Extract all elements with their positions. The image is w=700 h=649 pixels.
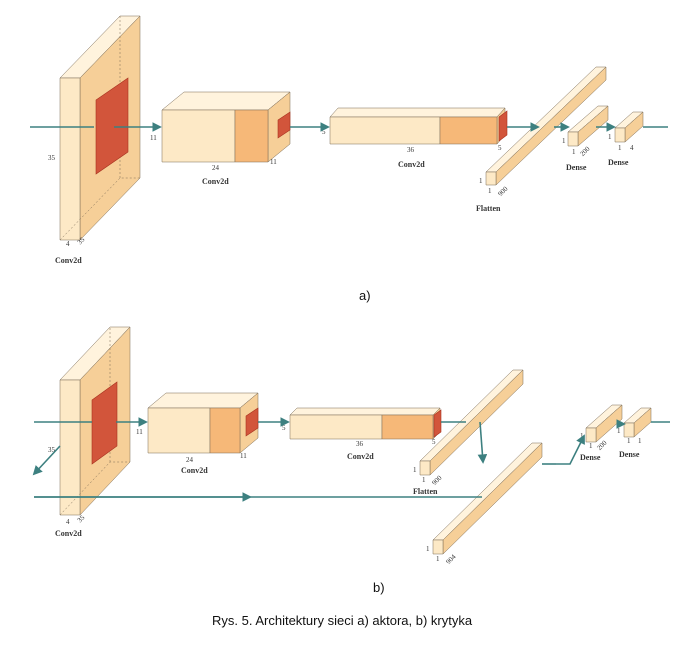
dense2-w-label-b: 1 <box>627 437 631 445</box>
flatten-w-label-b: 1 <box>422 476 426 484</box>
conv3-height-label: 5 <box>322 128 326 136</box>
conv2-block-b <box>147 392 259 454</box>
conv2-name-label-b: Conv2d <box>181 466 208 475</box>
flatten2-w-label-b: 1 <box>436 555 440 563</box>
conv1-name-label-b: Conv2d <box>55 529 82 538</box>
dense1-block-a <box>567 105 609 147</box>
diagram-a: 35 4 35 Conv2d 11 24 11 Conv2d 5 36 5 Co… <box>30 15 668 303</box>
kernel-a1 <box>95 77 129 175</box>
dense2-name-label: Dense <box>608 158 629 167</box>
dense1-block-b <box>585 404 623 443</box>
dense1-h-label: 1 <box>562 137 566 145</box>
conv2-name-label: Conv2d <box>202 177 229 186</box>
flatten2-block-b <box>432 442 543 555</box>
panel-label-a: a) <box>359 288 371 303</box>
flatten-h-label: 1 <box>479 177 483 185</box>
conv3-width-label-b: 36 <box>356 440 364 448</box>
conv3-height-label-b: 5 <box>282 424 286 432</box>
conv1-width-label-b: 4 <box>66 518 70 526</box>
dense2-block-b <box>623 407 652 438</box>
conv2-width-label: 24 <box>212 164 220 172</box>
conv1-depth-label-b: 35 <box>76 513 87 524</box>
conv3-block-b <box>289 407 442 440</box>
panel-label-b: b) <box>373 580 385 595</box>
conv2-depth-label: 11 <box>270 158 277 166</box>
dense2-block-a <box>614 111 644 143</box>
flatten-block-b <box>419 369 524 476</box>
flatten-name-label-b: Flatten <box>413 487 438 496</box>
conv1-height-label: 35 <box>48 154 56 162</box>
kernel-b3 <box>433 409 442 438</box>
flatten2-d-label-b: 904 <box>444 553 457 566</box>
conv3-name-label-b: Conv2d <box>347 452 374 461</box>
conv1-name-label: Conv2d <box>55 256 82 265</box>
conv2-block-a <box>161 91 291 163</box>
flatten-d-label-b: 900 <box>430 474 443 487</box>
conv2-height-label-b: 11 <box>136 428 143 436</box>
flatten-w-label: 1 <box>488 187 492 195</box>
diagram-b: 35 4 35 Conv2d 11 24 11 Conv2d 5 36 5 Co… <box>32 326 670 595</box>
dense2-name-label-b: Dense <box>619 450 640 459</box>
flow-arrows-b <box>32 417 670 502</box>
dense1-name-label: Dense <box>566 163 587 172</box>
conv2-depth-label-b: 11 <box>240 452 247 460</box>
flatten-name-label: Flatten <box>476 204 501 213</box>
dense2-h-label-b: 1 <box>617 427 621 435</box>
dense1-d-label: 200 <box>578 145 591 158</box>
conv1-block-a <box>59 15 141 241</box>
flatten2-h-label-b: 1 <box>426 545 430 553</box>
conv1-height-label-b: 35 <box>48 446 56 454</box>
conv3-block-a <box>329 107 508 145</box>
dense2-w-label: 1 <box>618 144 622 152</box>
dense2-d-label-b: 1 <box>638 437 642 445</box>
conv3-depth-label: 5 <box>498 144 502 152</box>
dense1-w-label-b: 1 <box>589 442 593 450</box>
conv3-depth-label-b: 5 <box>432 438 436 446</box>
conv3-width-label: 36 <box>407 146 415 154</box>
conv1-block-b <box>59 326 131 516</box>
kernel-a2 <box>277 111 291 139</box>
flatten-h-label-b: 1 <box>413 466 417 474</box>
conv1-depth-label: 35 <box>76 235 87 246</box>
figure-caption: Rys. 5. Architektury sieci a) aktora, b)… <box>212 613 473 628</box>
flatten-block-a <box>485 66 607 186</box>
flatten-d-label: 900 <box>496 185 509 198</box>
dense2-d-label: 4 <box>630 144 634 152</box>
kernel-b1 <box>91 381 118 465</box>
conv3-name-label: Conv2d <box>398 160 425 169</box>
conv2-width-label-b: 24 <box>186 456 194 464</box>
kernel-a3 <box>498 110 508 142</box>
kernel-b2 <box>245 407 259 437</box>
dense1-name-label-b: Dense <box>580 453 601 462</box>
dense1-w-label: 1 <box>572 148 576 156</box>
conv1-width-label: 4 <box>66 240 70 248</box>
conv2-height-label: 11 <box>150 134 157 142</box>
dense2-h-label: 1 <box>608 133 612 141</box>
